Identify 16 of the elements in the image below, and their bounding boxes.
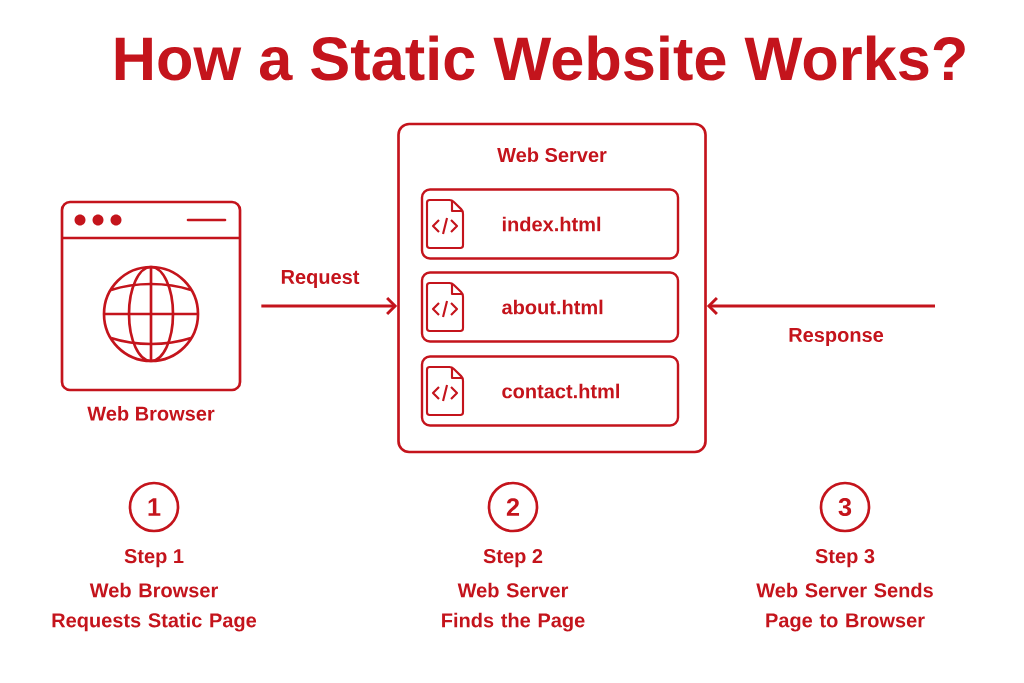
node-label: Web Browser	[87, 406, 215, 421]
file-box: index.html	[420, 188, 680, 260]
edge-label: Response	[789, 328, 884, 346]
file-box: contact.html	[420, 355, 680, 427]
file-box: about.html	[420, 271, 680, 343]
edge-label: Request	[281, 270, 360, 288]
arrow	[706, 296, 935, 316]
title: How a Static Website Works?	[115, 35, 965, 81]
step-label: Step 3	[815, 549, 875, 568]
browser-window: Web Browser	[60, 200, 242, 421]
step-description: Web Server Finds the Page	[442, 582, 585, 632]
step-label: Step 1	[124, 549, 184, 568]
step-description: Web Browser Requests Static Page	[52, 582, 257, 632]
step-label: Step 2	[483, 549, 543, 568]
arrow	[261, 296, 398, 316]
step-description: Web Server Sends Page to Browser	[756, 582, 933, 632]
